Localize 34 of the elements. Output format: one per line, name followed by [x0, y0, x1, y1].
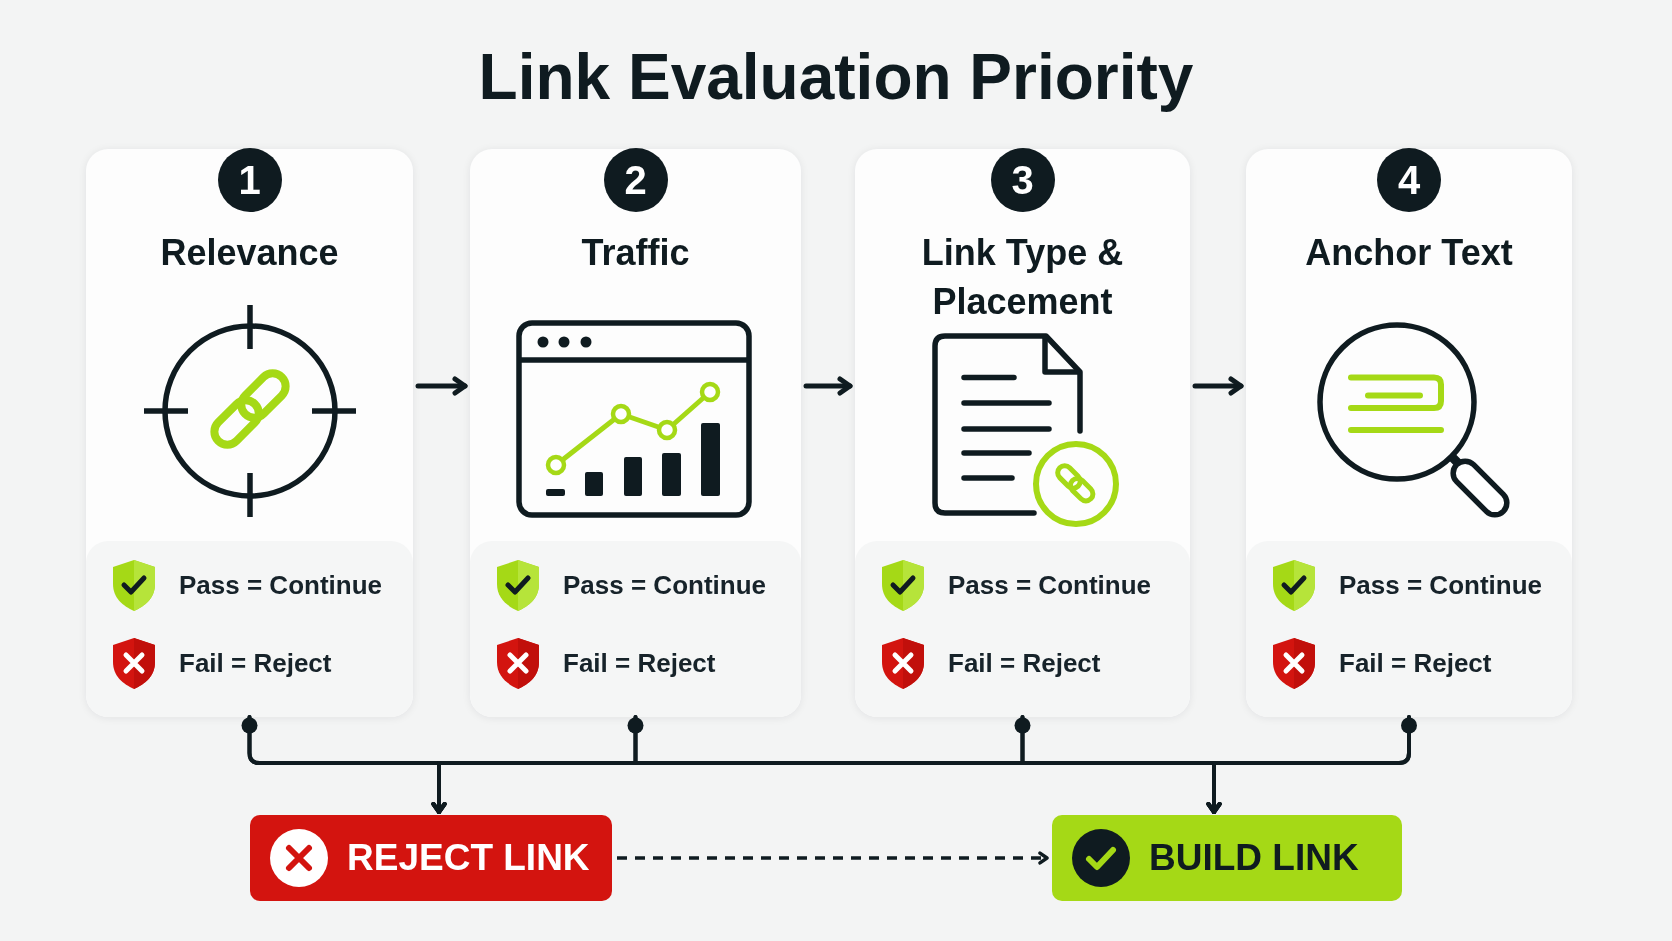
rule-text: Fail = Reject: [179, 647, 332, 679]
rule-text: Pass = Continue: [179, 569, 382, 601]
build-link-box: [1052, 815, 1402, 901]
pass-fail-panel: [470, 541, 801, 717]
diagram-title: Link Evaluation Priority: [478, 41, 1194, 113]
step-number-badge: 1: [217, 148, 282, 212]
step-number-badge: 4: [1377, 148, 1441, 212]
arrow: [803, 376, 853, 396]
rule-text: Fail = Reject: [948, 647, 1101, 679]
connector-arrow: [1206, 715, 1411, 814]
rule-text: Pass = Continue: [1339, 569, 1542, 601]
dashed-arrow: [617, 851, 1049, 865]
step-title: Relevance: [160, 232, 339, 273]
reject-link-box: [250, 815, 612, 901]
arrow: [415, 376, 468, 396]
outcome-label: REJECT LINK: [347, 837, 590, 879]
rule-text: Fail = Reject: [1339, 647, 1492, 679]
step-card: [1246, 149, 1572, 717]
step-card: [470, 149, 801, 717]
rule-text: Pass = Continue: [948, 569, 1151, 601]
pass-fail-panel: [1246, 541, 1572, 717]
step-title: Link Type & Placement: [921, 232, 1124, 322]
step-number-badge: 2: [603, 148, 668, 212]
rule-text: Fail = Reject: [563, 647, 716, 679]
outcome-label: BUILD LINK: [1149, 837, 1359, 879]
pass-fail-panel: [86, 541, 413, 717]
step-number-badge: 3: [990, 148, 1055, 212]
arrow: [1192, 376, 1244, 396]
pass-fail-panel: [855, 541, 1190, 717]
step-title: Anchor Text: [1305, 232, 1513, 273]
step-card: [86, 149, 413, 717]
step-title: Traffic: [581, 232, 690, 273]
step-card: [855, 149, 1190, 717]
rule-text: Pass = Continue: [563, 569, 766, 601]
